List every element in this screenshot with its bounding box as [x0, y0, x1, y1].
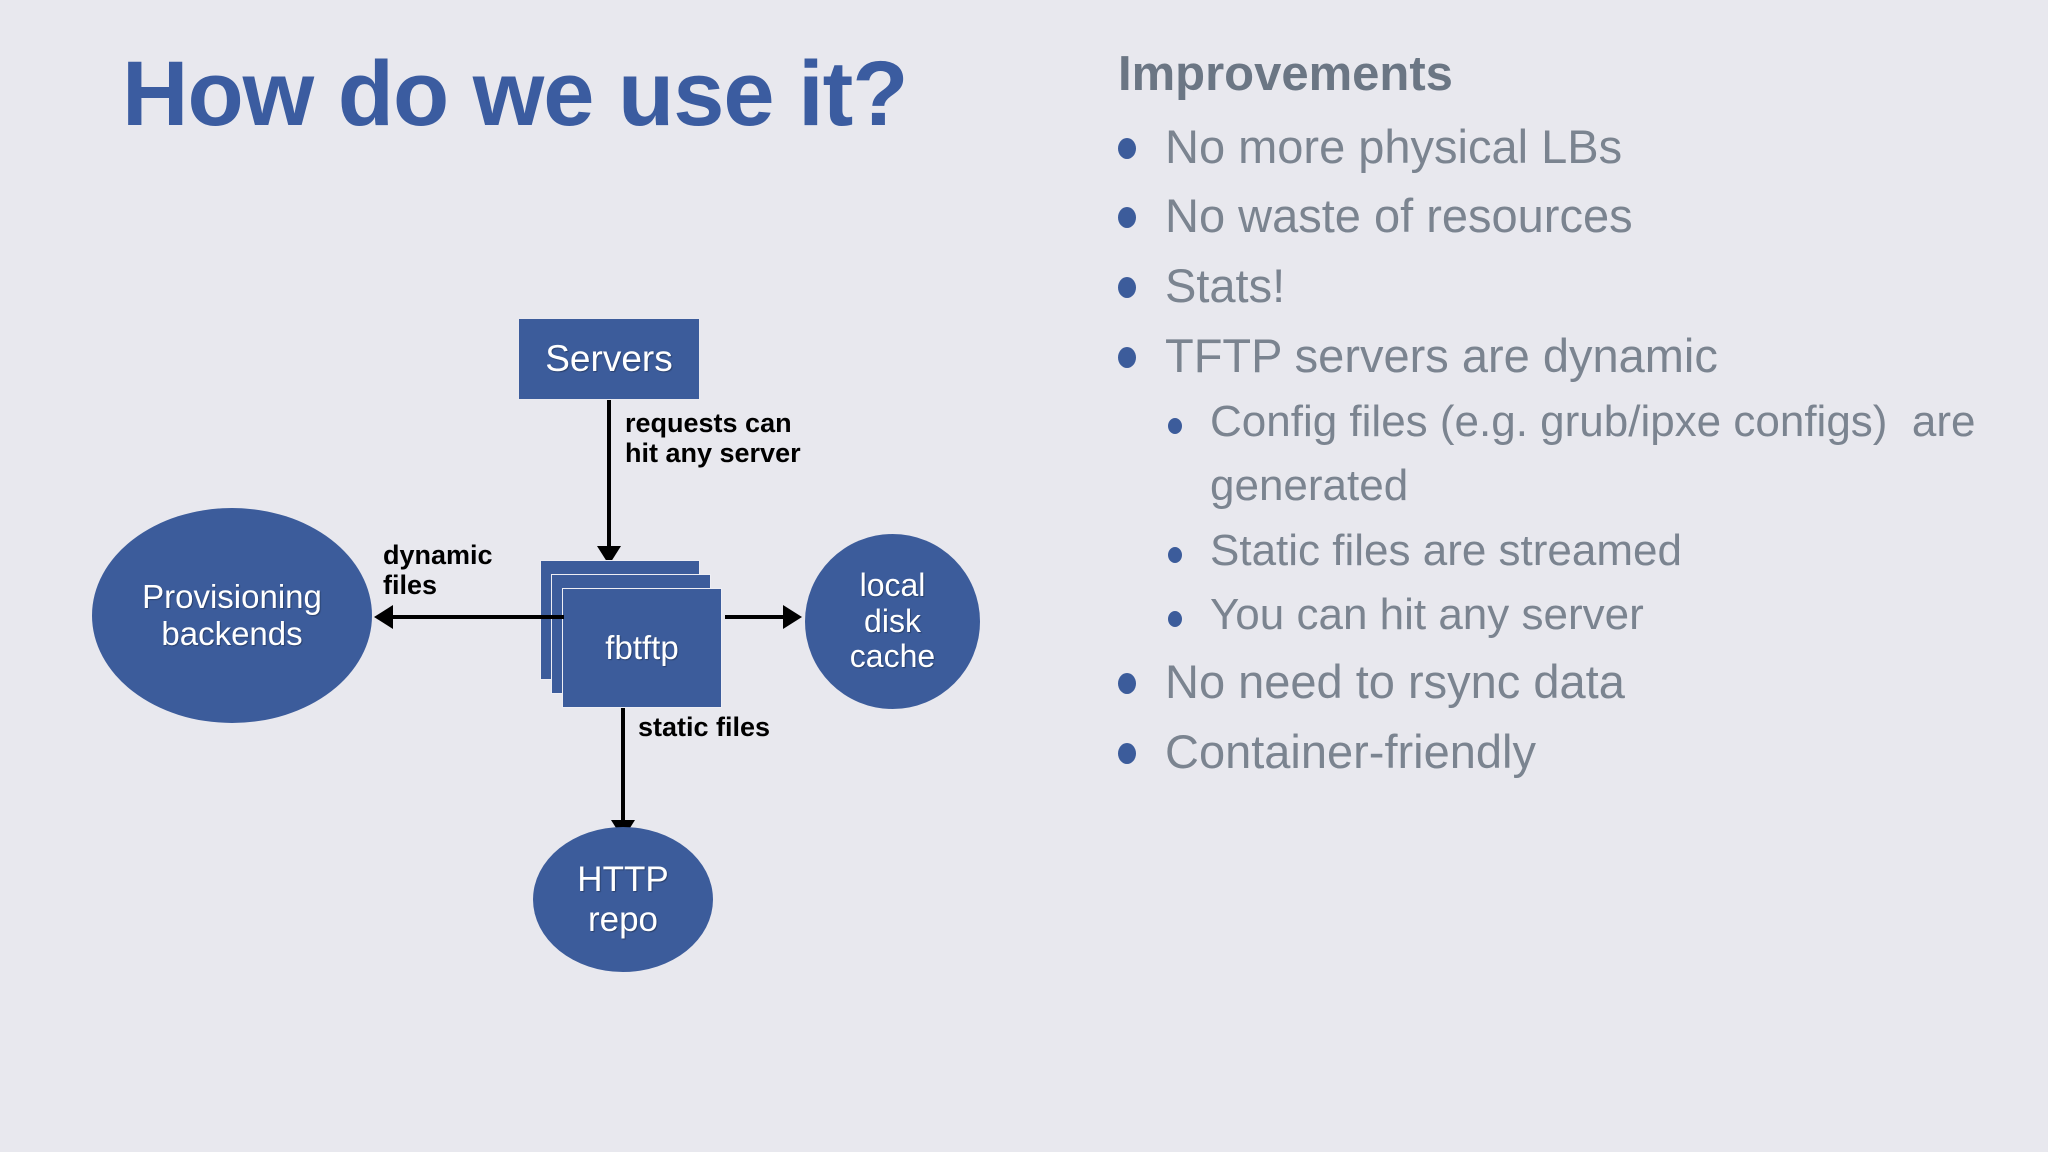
node-provisioning-line1: Provisioning — [142, 577, 322, 615]
edge-label-requests: requests can hit any server — [625, 408, 801, 469]
improvements-heading: Improvements — [1118, 47, 1453, 101]
page-title: How do we use it? — [122, 43, 908, 145]
bullet-dot-icon — [1118, 742, 1136, 764]
arrow-fbtftp-to-cache-line — [725, 615, 785, 619]
bullet-dot-icon — [1168, 610, 1182, 627]
improvement-item: Stats! — [1118, 251, 2018, 321]
bullet-dot-icon — [1168, 546, 1182, 563]
improvement-item-label: Static files are streamed — [1210, 525, 1682, 575]
bullet-dot-icon — [1118, 673, 1136, 695]
improvement-item: No waste of resources — [1118, 181, 2018, 251]
arrow-fbtftp-to-http-line — [621, 708, 625, 828]
node-fbtftp-label: fbtftp — [605, 629, 679, 666]
arrow-fbtftp-to-provisioning-head — [374, 605, 393, 629]
improvement-item-label: Stats! — [1165, 258, 1286, 312]
node-http-line1: HTTP — [577, 860, 669, 900]
node-cache-line3: cache — [849, 638, 936, 675]
node-servers: Servers — [518, 318, 700, 400]
fbtftp-stack-layer-front: fbtftp — [562, 588, 722, 708]
edge-label-static-files: static files — [638, 712, 771, 742]
improvement-item-label: No more physical LBs — [1165, 119, 1623, 173]
improvement-item-label: Container-friendly — [1165, 724, 1536, 778]
node-cache-line2: disk — [864, 602, 921, 639]
improvement-item: Config files (e.g. grub/ipxe configs) ar… — [1168, 390, 2018, 518]
improvement-item-label: Config files (e.g. grub/ipxe configs) ar… — [1210, 397, 1988, 511]
bullet-dot-icon — [1118, 346, 1136, 368]
node-cache-line1: local — [859, 566, 926, 603]
bullet-dot-icon — [1118, 276, 1136, 298]
node-provisioning-line2: backends — [161, 614, 303, 652]
arrow-fbtftp-to-cache-head — [783, 605, 802, 629]
arrow-fbtftp-to-provisioning-line — [392, 615, 564, 619]
edge-label-dynamic-files: dynamic files — [383, 540, 493, 601]
improvement-item: Static files are streamed — [1168, 519, 2018, 583]
improvement-item-label: No need to rsync data — [1165, 655, 1625, 709]
architecture-diagram: Servers requests can hit any server fbtf… — [0, 150, 1060, 1150]
node-fbtftp-stack: fbtftp — [540, 560, 740, 710]
node-servers-label: Servers — [545, 338, 673, 379]
arrow-servers-to-fbtftp-line — [607, 400, 611, 550]
improvements-panel: Improvements No more physical LBs No wast… — [1118, 47, 2018, 786]
improvements-list: No more physical LBs No waste of resource… — [1118, 112, 2018, 786]
bullet-dot-icon — [1168, 418, 1182, 435]
bullet-dot-icon — [1118, 207, 1136, 229]
bullet-dot-icon — [1118, 137, 1136, 159]
improvement-item-label: No waste of resources — [1165, 189, 1633, 243]
improvement-item: No need to rsync data — [1118, 647, 2018, 717]
node-http-repo: HTTP repo — [533, 827, 713, 972]
node-http-line2: repo — [587, 899, 659, 939]
improvement-item-label: TFTP servers are dynamic — [1165, 328, 1718, 382]
improvement-item: No more physical LBs — [1118, 112, 2018, 182]
node-provisioning-backends: Provisioning backends — [92, 508, 372, 723]
improvement-item-label: You can hit any server — [1210, 589, 1644, 639]
node-local-disk-cache: local disk cache — [805, 534, 980, 709]
improvement-item: You can hit any server — [1168, 583, 2018, 647]
improvement-item: Container-friendly — [1118, 717, 2018, 787]
improvement-item: TFTP servers are dynamic — [1118, 321, 2018, 391]
